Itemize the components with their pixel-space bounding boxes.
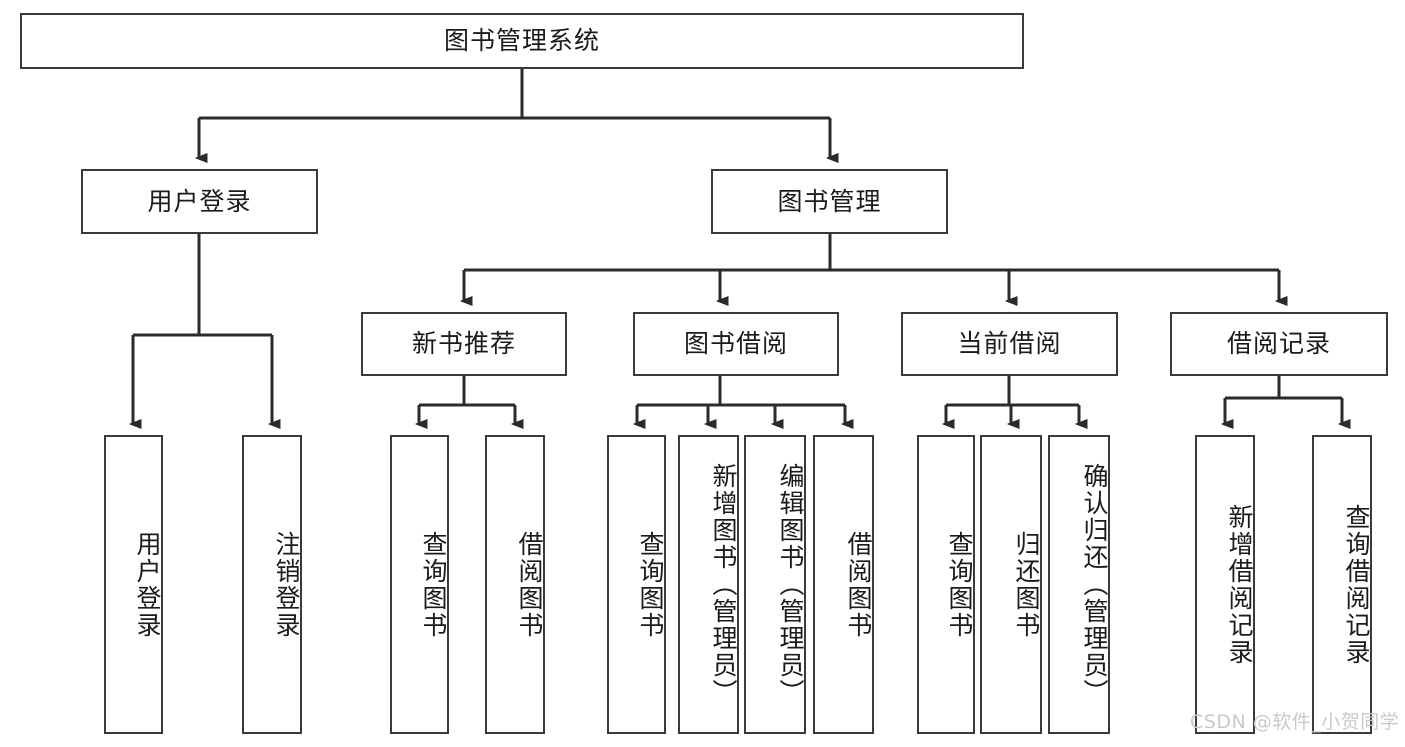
node-current-borrow-label: 当前借阅 <box>957 329 1062 359</box>
leaf-logout[interactable]: 注销登录 <box>242 435 302 734</box>
leaf-user-login-label: 用户登录 <box>133 530 162 639</box>
leaf-borrow-book-1-label: 借阅图书 <box>515 530 544 639</box>
leaf-borrow-book-1[interactable]: 借阅图书 <box>485 435 545 734</box>
leaf-query-book-1-label: 查询图书 <box>419 530 448 639</box>
leaf-query-book-1[interactable]: 查询图书 <box>390 435 449 734</box>
node-root[interactable]: 图书管理系统 <box>20 13 1024 69</box>
leaf-confirm-return[interactable]: 确认归还（管理员） <box>1048 435 1110 734</box>
leaf-edit-book[interactable]: 编辑图书（管理员） <box>744 435 806 734</box>
leaf-user-login[interactable]: 用户登录 <box>104 435 163 734</box>
leaf-borrow-book-2-label: 借阅图书 <box>844 530 873 639</box>
node-user-login-label: 用户登录 <box>147 186 252 216</box>
node-new-book-recommend-label: 新书推荐 <box>411 329 516 359</box>
node-root-label: 图书管理系统 <box>443 26 600 56</box>
leaf-query-book-2[interactable]: 查询图书 <box>607 435 666 734</box>
leaf-edit-book-label: 编辑图书（管理员） <box>776 463 805 706</box>
node-user-login[interactable]: 用户登录 <box>81 169 318 234</box>
leaf-add-record-label: 新增借阅记录 <box>1225 503 1254 666</box>
leaf-add-record[interactable]: 新增借阅记录 <box>1195 435 1255 734</box>
leaf-logout-label: 注销登录 <box>272 530 301 639</box>
leaf-borrow-book-2[interactable]: 借阅图书 <box>813 435 874 734</box>
leaf-confirm-return-label: 确认归还（管理员） <box>1080 463 1109 706</box>
leaf-query-book-3[interactable]: 查询图书 <box>917 435 975 734</box>
leaf-query-record[interactable]: 查询借阅记录 <box>1312 435 1372 734</box>
node-new-book-recommend[interactable]: 新书推荐 <box>361 312 567 376</box>
leaf-return-book-label: 归还图书 <box>1012 530 1041 639</box>
node-book-manage[interactable]: 图书管理 <box>711 169 948 234</box>
leaf-return-book[interactable]: 归还图书 <box>980 435 1042 734</box>
leaf-query-book-2-label: 查询图书 <box>636 530 665 639</box>
leaf-add-book[interactable]: 新增图书（管理员） <box>678 435 739 734</box>
node-borrow-record[interactable]: 借阅记录 <box>1170 312 1388 376</box>
node-book-borrow-label: 图书借阅 <box>683 329 788 359</box>
csdn-watermark: CSDN @软件_小贺同学 <box>1190 711 1400 733</box>
node-borrow-record-label: 借阅记录 <box>1226 329 1331 359</box>
node-book-borrow[interactable]: 图书借阅 <box>633 312 839 376</box>
node-book-manage-label: 图书管理 <box>777 186 882 216</box>
leaf-query-book-3-label: 查询图书 <box>945 530 974 639</box>
leaf-query-record-label: 查询借阅记录 <box>1342 503 1371 666</box>
leaf-add-book-label: 新增图书（管理员） <box>709 463 738 706</box>
node-current-borrow[interactable]: 当前借阅 <box>901 312 1118 376</box>
